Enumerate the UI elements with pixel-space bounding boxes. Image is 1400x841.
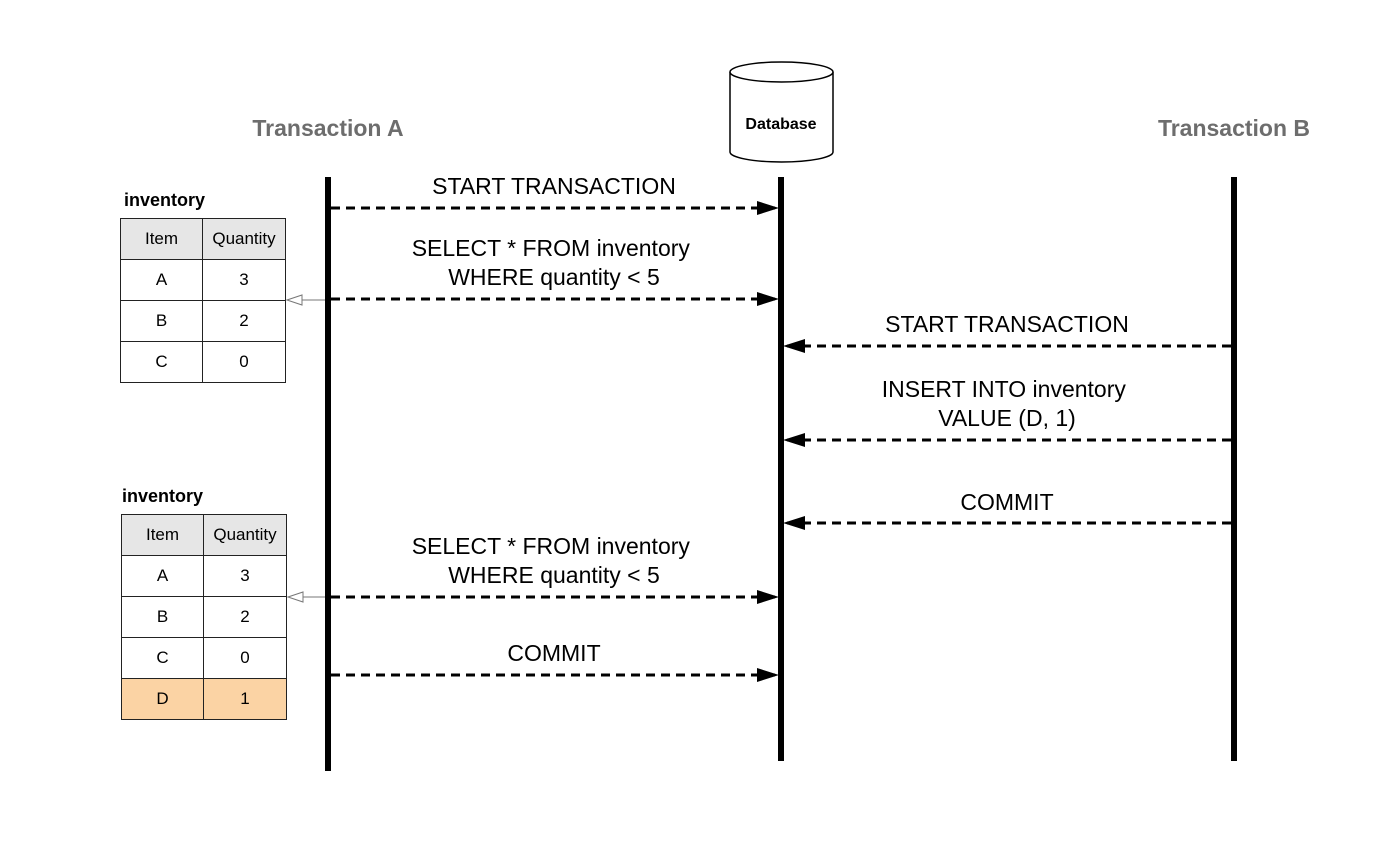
table-row: A 3	[121, 555, 287, 597]
table-row: C 0	[121, 637, 287, 679]
inventory-table: Item Quantity A 3 B 2 C 0	[120, 218, 286, 383]
cell-quantity: 0	[203, 637, 287, 679]
cell-quantity: 3	[203, 555, 287, 597]
msg-b-start: START TRANSACTION	[885, 311, 1129, 337]
msg-a-select-1: SELECT * FROM inventory WHERE quantity <…	[412, 235, 697, 290]
msg-a-select-2: SELECT * FROM inventory WHERE quantity <…	[412, 533, 697, 588]
transaction-b-title: Transaction B	[1158, 115, 1310, 141]
inventory-title: inventory	[122, 486, 204, 506]
cell-quantity: 1	[203, 678, 287, 720]
inventory-snapshot-2: inventory Item Quantity A 3 B 2 C 0 D 1	[121, 483, 287, 720]
cell-item: D	[121, 678, 204, 720]
inventory-snapshot-1: inventory Item Quantity A 3 B 2 C 0	[120, 187, 286, 383]
column-header-quantity: Quantity	[202, 218, 286, 260]
table-row: B 2	[120, 300, 286, 342]
msg-b-insert: INSERT INTO inventory VALUE (D, 1)	[882, 376, 1133, 431]
database-label: Database	[745, 116, 816, 133]
msg-a-start: START TRANSACTION	[432, 173, 676, 199]
column-header-item: Item	[120, 218, 203, 260]
database-cylinder-icon	[729, 61, 834, 163]
cell-item: A	[120, 259, 203, 301]
result-arrow-1-head-icon	[285, 294, 303, 306]
cell-item: B	[120, 300, 203, 342]
cell-quantity: 2	[203, 596, 287, 638]
cell-item: C	[121, 637, 204, 679]
transaction-a-title: Transaction A	[252, 115, 403, 141]
column-header-quantity: Quantity	[203, 514, 287, 556]
cell-item: B	[121, 596, 204, 638]
cell-quantity: 3	[202, 259, 286, 301]
cell-item: A	[121, 555, 204, 597]
inventory-title: inventory	[124, 190, 206, 210]
msg-a-commit: COMMIT	[507, 640, 600, 666]
column-header-item: Item	[121, 514, 204, 556]
cell-quantity: 0	[202, 341, 286, 383]
msg-b-commit: COMMIT	[960, 489, 1053, 515]
cell-quantity: 2	[202, 300, 286, 342]
table-row: B 2	[121, 596, 287, 638]
table-row: C 0	[120, 341, 286, 383]
table-header-row: Item Quantity	[121, 514, 287, 556]
table-row-phantom: D 1	[121, 678, 287, 720]
inventory-table: Item Quantity A 3 B 2 C 0 D 1	[121, 514, 287, 720]
table-header-row: Item Quantity	[120, 218, 286, 260]
table-row: A 3	[120, 259, 286, 301]
result-arrow-2-head-icon	[286, 591, 304, 603]
cell-item: C	[120, 341, 203, 383]
